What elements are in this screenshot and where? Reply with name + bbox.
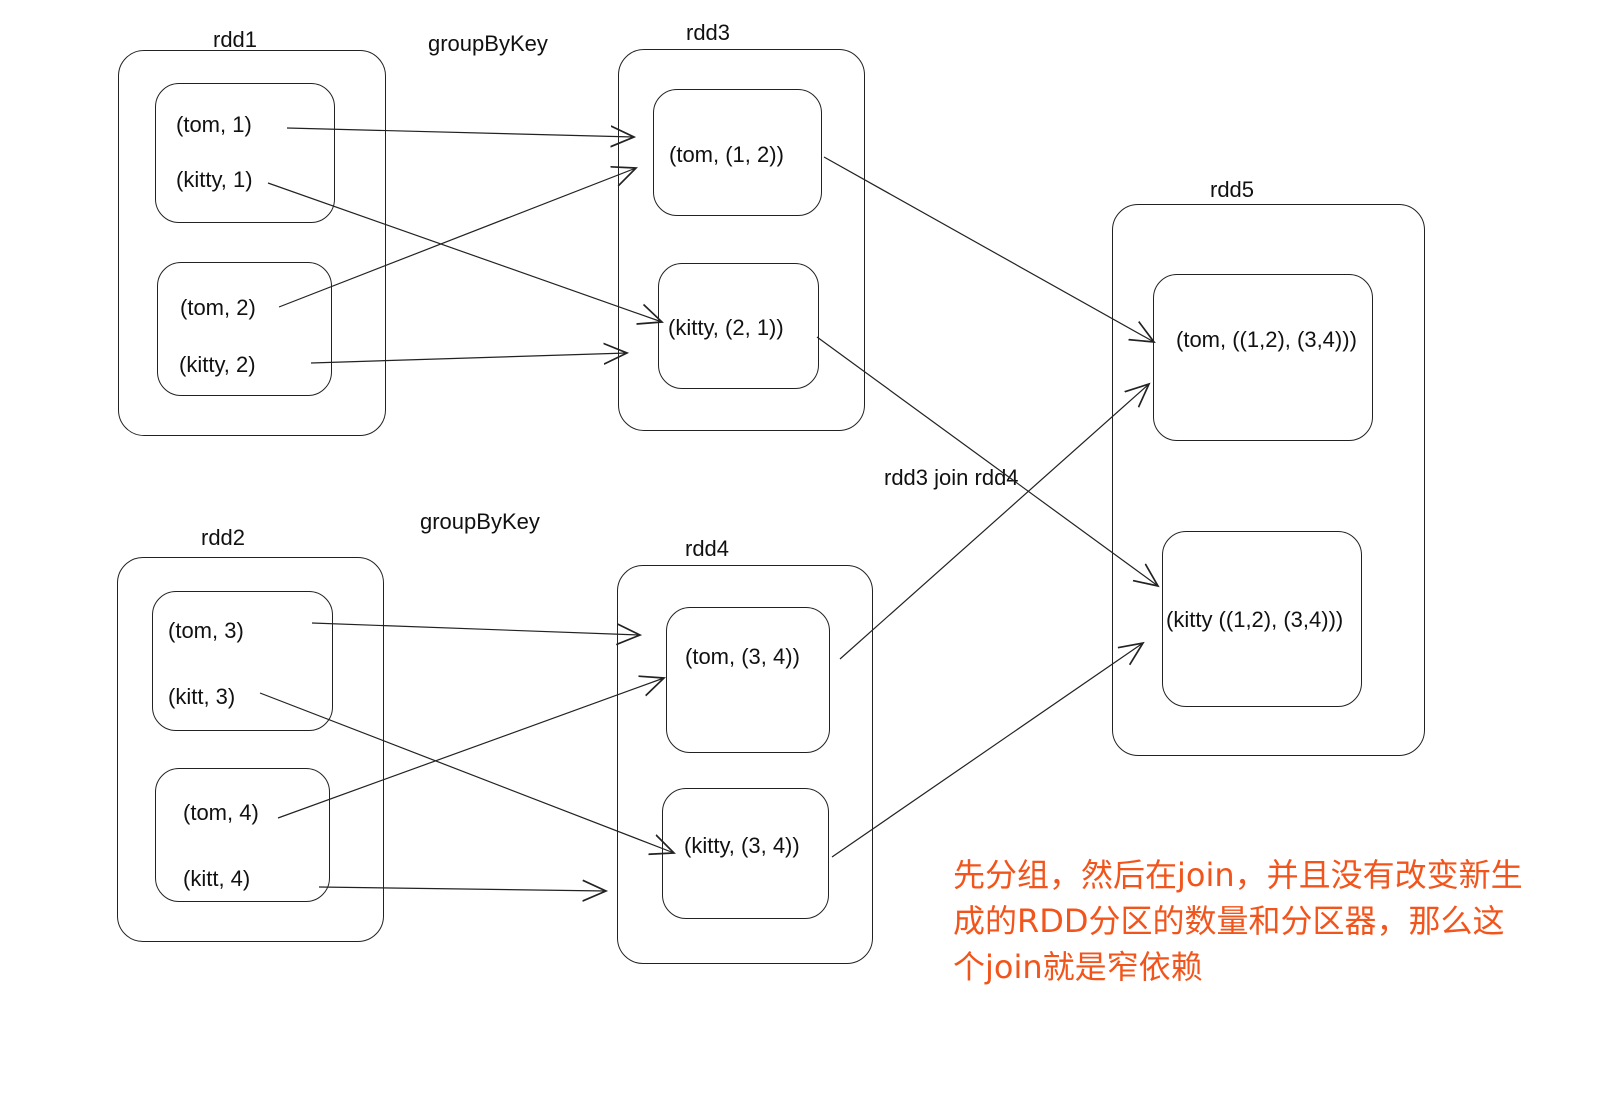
rdd1-label: rdd1 <box>213 27 258 52</box>
arrow-rdd1-tom2-to-rdd3-tom <box>278 168 636 308</box>
rdd5-label: rdd5 <box>1210 177 1255 202</box>
rdd3-partition-1 <box>653 89 822 216</box>
groupbykey-label-bottom: groupByKey <box>420 509 540 534</box>
rdd2-partition-1 <box>152 591 333 731</box>
arrow-rdd1-tom1-to-rdd3-tom <box>286 128 634 137</box>
rdd4-partition-2 <box>662 788 829 919</box>
rdd3-partition-2 <box>658 263 819 389</box>
arrow-rdd4-tom-to-rdd5-tom <box>839 384 1149 660</box>
rdd1-record-kitty-2: (kitty, 2) <box>179 352 256 377</box>
rdd4-label: rdd4 <box>685 536 730 561</box>
arrow-rdd1-kitty2-to-rdd3-kitty <box>310 353 627 363</box>
rdd3-record-kitty: (kitty, (2, 1)) <box>668 315 784 340</box>
rdd4-partition-1 <box>666 607 830 753</box>
arrow-rdd3-tom-to-rdd5-tom <box>823 156 1154 342</box>
rdd2-record-kitt-3: (kitt, 3) <box>168 684 236 709</box>
rdd1-record-tom-1: (tom, 1) <box>176 112 252 137</box>
explanation-note: 先分组，然后在join，并且没有改变新生成的RDD分区的数量和分区器，那么这个j… <box>953 856 1523 986</box>
rdd4-record-kitty: (kitty, (3, 4)) <box>684 833 800 858</box>
rdd2-label: rdd2 <box>201 525 246 550</box>
groupbykey-label-top: groupByKey <box>428 31 548 56</box>
rdd4-record-tom: (tom, (3, 4)) <box>685 644 800 669</box>
rdd1-partition-2 <box>157 262 332 396</box>
rdd3-record-tom: (tom, (1, 2)) <box>669 142 784 167</box>
rdd2-record-tom-4: (tom, 4) <box>183 800 259 825</box>
rdd5-record-tom: (tom, ((1,2), (3,4))) <box>1176 327 1357 352</box>
join-label: rdd3 join rdd4 <box>884 465 1019 490</box>
rdd3-label: rdd3 <box>686 20 731 45</box>
rdd2-record-tom-3: (tom, 3) <box>168 618 244 643</box>
rdd1-record-tom-2: (tom, 2) <box>180 295 256 320</box>
arrow-rdd4-kitty-to-rdd5-kitty <box>831 643 1143 858</box>
rdd5-partition-1 <box>1153 274 1373 441</box>
arrow-rdd2-tom4-to-rdd4-tom <box>277 678 664 819</box>
arrow-rdd1-kitty1-to-rdd3-kitty <box>267 182 662 322</box>
rdd1-partition-1 <box>155 83 335 223</box>
arrow-rdd2-kitt4-to-rdd4-kitty <box>318 887 606 891</box>
arrow-rdd2-kitt3-to-rdd4-kitty <box>259 692 674 853</box>
rdd5-record-kitty: (kitty ((1,2), (3,4))) <box>1166 607 1344 632</box>
rdd5-partition-2 <box>1162 531 1362 707</box>
rdd1-record-kitty-1: (kitty, 1) <box>176 167 253 192</box>
arrow-rdd2-tom3-to-rdd4-tom <box>311 622 640 635</box>
rdd2-partition-2 <box>155 768 330 902</box>
arrow-rdd3-kitty-to-rdd5-kitty <box>816 336 1158 586</box>
rdd2-record-kitt-4: (kitt, 4) <box>183 866 251 891</box>
